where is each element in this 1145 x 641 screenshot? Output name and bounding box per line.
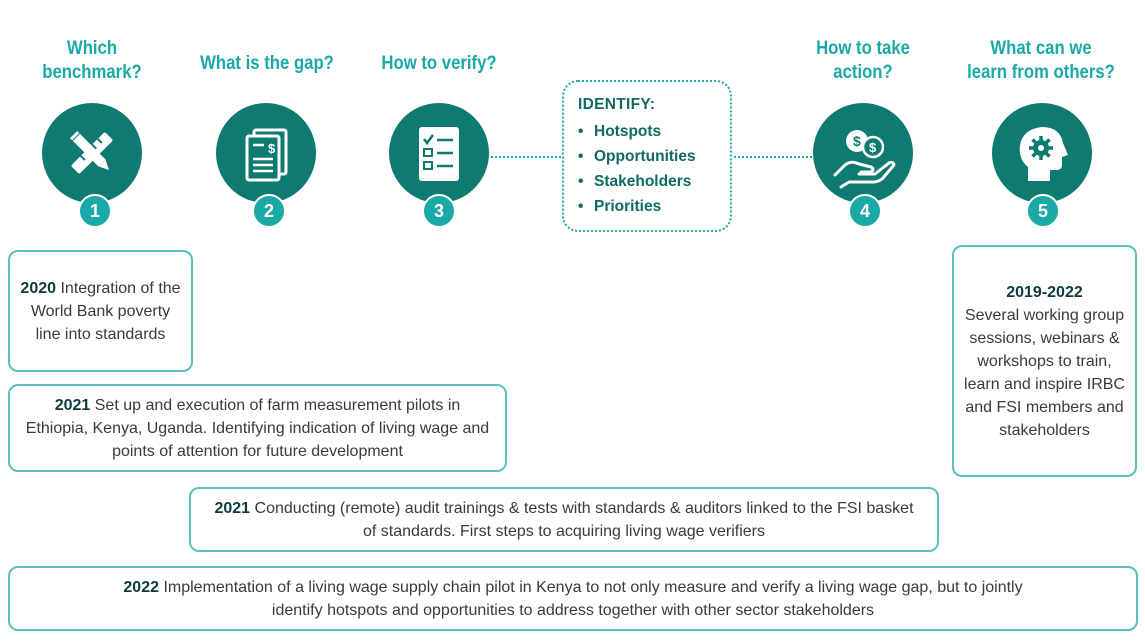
step-4-question-line1: How to take xyxy=(816,38,910,59)
step-3-question: How to verify? xyxy=(381,53,497,74)
timeline-text: 2020 Integration of the World Bank pover… xyxy=(10,277,191,346)
step-1-question: Which benchmark? xyxy=(39,37,145,85)
step-5-question-line2: learn from others? xyxy=(967,62,1115,83)
timeline-year: 2020 xyxy=(20,279,57,297)
identify-title: IDENTIFY: xyxy=(578,96,656,113)
timeline-desc: Several working group sessions, webinars… xyxy=(964,306,1125,439)
step-5-circle xyxy=(992,103,1092,203)
head-gear-icon xyxy=(1019,127,1068,181)
identify-item: •Hotspots xyxy=(578,123,662,140)
timeline-desc: Conducting (remote) audit trainings & te… xyxy=(254,499,914,540)
timeline-text: 2019-2022 Several working group sessions… xyxy=(954,281,1135,442)
connector-left xyxy=(491,156,561,158)
identify-list: •Hotspots •Opportunities •Stakeholders •… xyxy=(578,119,730,219)
step-2-number: 2 xyxy=(252,194,286,228)
timeline-box-2019-2022: 2019-2022 Several working group sessions… xyxy=(952,245,1137,477)
identify-item-label: Opportunities xyxy=(594,148,696,165)
svg-text:$: $ xyxy=(853,133,861,149)
timeline-desc: Integration of the World Bank poverty li… xyxy=(30,279,181,343)
step-4-circle: $ $ xyxy=(813,103,913,203)
step-4-number: 4 xyxy=(848,194,882,228)
identify-item: •Stakeholders xyxy=(578,173,692,190)
step-3-number: 3 xyxy=(422,194,456,228)
pencil-ruler-icon xyxy=(70,131,113,174)
timeline-desc: Set up and execution of farm measurement… xyxy=(25,396,490,460)
identify-item: •Opportunities xyxy=(578,148,696,165)
step-5-question-line1: What can we xyxy=(990,38,1092,59)
svg-text:$: $ xyxy=(869,140,877,155)
timeline-text: 2021 Set up and execution of farm measur… xyxy=(10,394,505,463)
step-4-question-line2: action? xyxy=(833,62,893,83)
identify-box: IDENTIFY: •Hotspots •Opportunities •Stak… xyxy=(562,80,732,232)
step-1-question-line1: Which xyxy=(66,38,118,59)
step-1-question-line2: benchmark? xyxy=(42,62,142,83)
step-5-question: What can we learn from others? xyxy=(966,37,1116,85)
step-2-circle: $ xyxy=(216,103,316,203)
step-2-question: What is the gap? xyxy=(200,53,334,74)
connector-right xyxy=(734,156,812,158)
timeline-year: 2019-2022 xyxy=(1006,283,1083,301)
step-1-number: 1 xyxy=(78,194,112,228)
step-1-circle xyxy=(42,103,142,203)
invoice-document-icon: $ xyxy=(245,128,288,182)
timeline-box-2021-pilots: 2021 Set up and execution of farm measur… xyxy=(8,384,507,472)
step-4-question: How to take action? xyxy=(801,37,924,85)
identify-item-label: Priorities xyxy=(594,198,662,215)
timeline-box-2021-audit: 2021 Conducting (remote) audit trainings… xyxy=(189,487,939,552)
step-3-circle xyxy=(389,103,489,203)
identify-item-label: Stakeholders xyxy=(594,173,692,190)
timeline-year: 2022 xyxy=(123,578,159,596)
timeline-year: 2021 xyxy=(54,396,91,414)
timeline-text: 2022 Implementation of a living wage sup… xyxy=(10,576,1136,622)
timeline-year: 2021 xyxy=(214,499,251,517)
timeline-box-2020: 2020 Integration of the World Bank pover… xyxy=(8,250,193,372)
timeline-desc: Implementation of a living wage supply c… xyxy=(163,578,1023,619)
identify-item: •Priorities xyxy=(578,198,662,215)
svg-text:$: $ xyxy=(268,141,276,156)
identify-item-label: Hotspots xyxy=(594,123,662,140)
timeline-box-2022: 2022 Implementation of a living wage sup… xyxy=(8,566,1138,631)
checklist-icon xyxy=(419,127,459,181)
timeline-text: 2021 Conducting (remote) audit trainings… xyxy=(191,497,937,543)
hand-coins-icon: $ $ xyxy=(833,130,896,189)
step-5-number: 5 xyxy=(1026,194,1060,228)
